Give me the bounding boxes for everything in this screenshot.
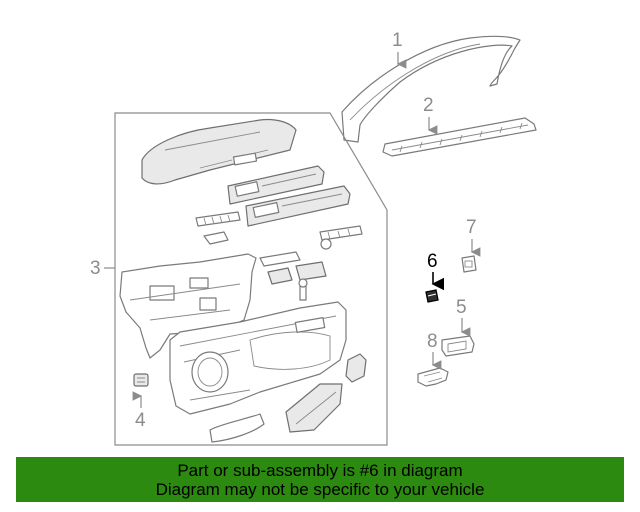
svg-text:6: 6	[427, 251, 438, 272]
svg-text:5: 5	[456, 297, 467, 318]
door-trim-panel	[169, 301, 347, 415]
part-7-bracket	[461, 255, 477, 273]
switch-bezel-upper	[227, 165, 325, 205]
handle-brackets	[259, 251, 327, 301]
callout-2: 2	[423, 95, 438, 135]
callout-5: 5	[456, 297, 471, 337]
part-5-handle-bezel	[441, 335, 475, 357]
banner-line-1: Part or sub-assembly is #6 in diagram	[177, 461, 463, 480]
part-4-clip	[133, 373, 149, 387]
door-inner-panel-waterdeflector	[119, 253, 257, 359]
svg-text:7: 7	[466, 217, 477, 238]
svg-text:3: 3	[90, 258, 101, 279]
armrest-pull-cup	[285, 383, 343, 433]
part-2-belt-weatherstrip	[382, 117, 537, 157]
callout-1: 1	[392, 30, 407, 69]
svg-text:2: 2	[423, 95, 434, 116]
part-8-inside-handle	[417, 367, 449, 387]
svg-text:8: 8	[427, 331, 438, 352]
lower-molding-strip	[209, 413, 265, 443]
callout-3: 3	[90, 258, 115, 279]
info-banner: Part or sub-assembly is #6 in diagram Di…	[16, 457, 624, 502]
callout-6: 6	[427, 251, 445, 291]
callout-7: 7	[466, 217, 481, 257]
banner-line-2: Diagram may not be specific to your vehi…	[155, 480, 485, 499]
svg-text:4: 4	[135, 410, 146, 431]
switch-bezel-lower	[245, 185, 351, 227]
armrest-upper-trim	[141, 118, 297, 185]
part-1-window-frame-molding	[341, 35, 521, 143]
callout-8: 8	[427, 331, 442, 370]
pocket-trim	[345, 353, 367, 383]
small-clips-row	[195, 211, 363, 250]
svg-text:1: 1	[392, 30, 403, 51]
callout-4: 4	[132, 391, 146, 431]
part-3-door-trim-panel-box	[114, 112, 388, 446]
part-6-clip-highlighted	[425, 289, 439, 303]
